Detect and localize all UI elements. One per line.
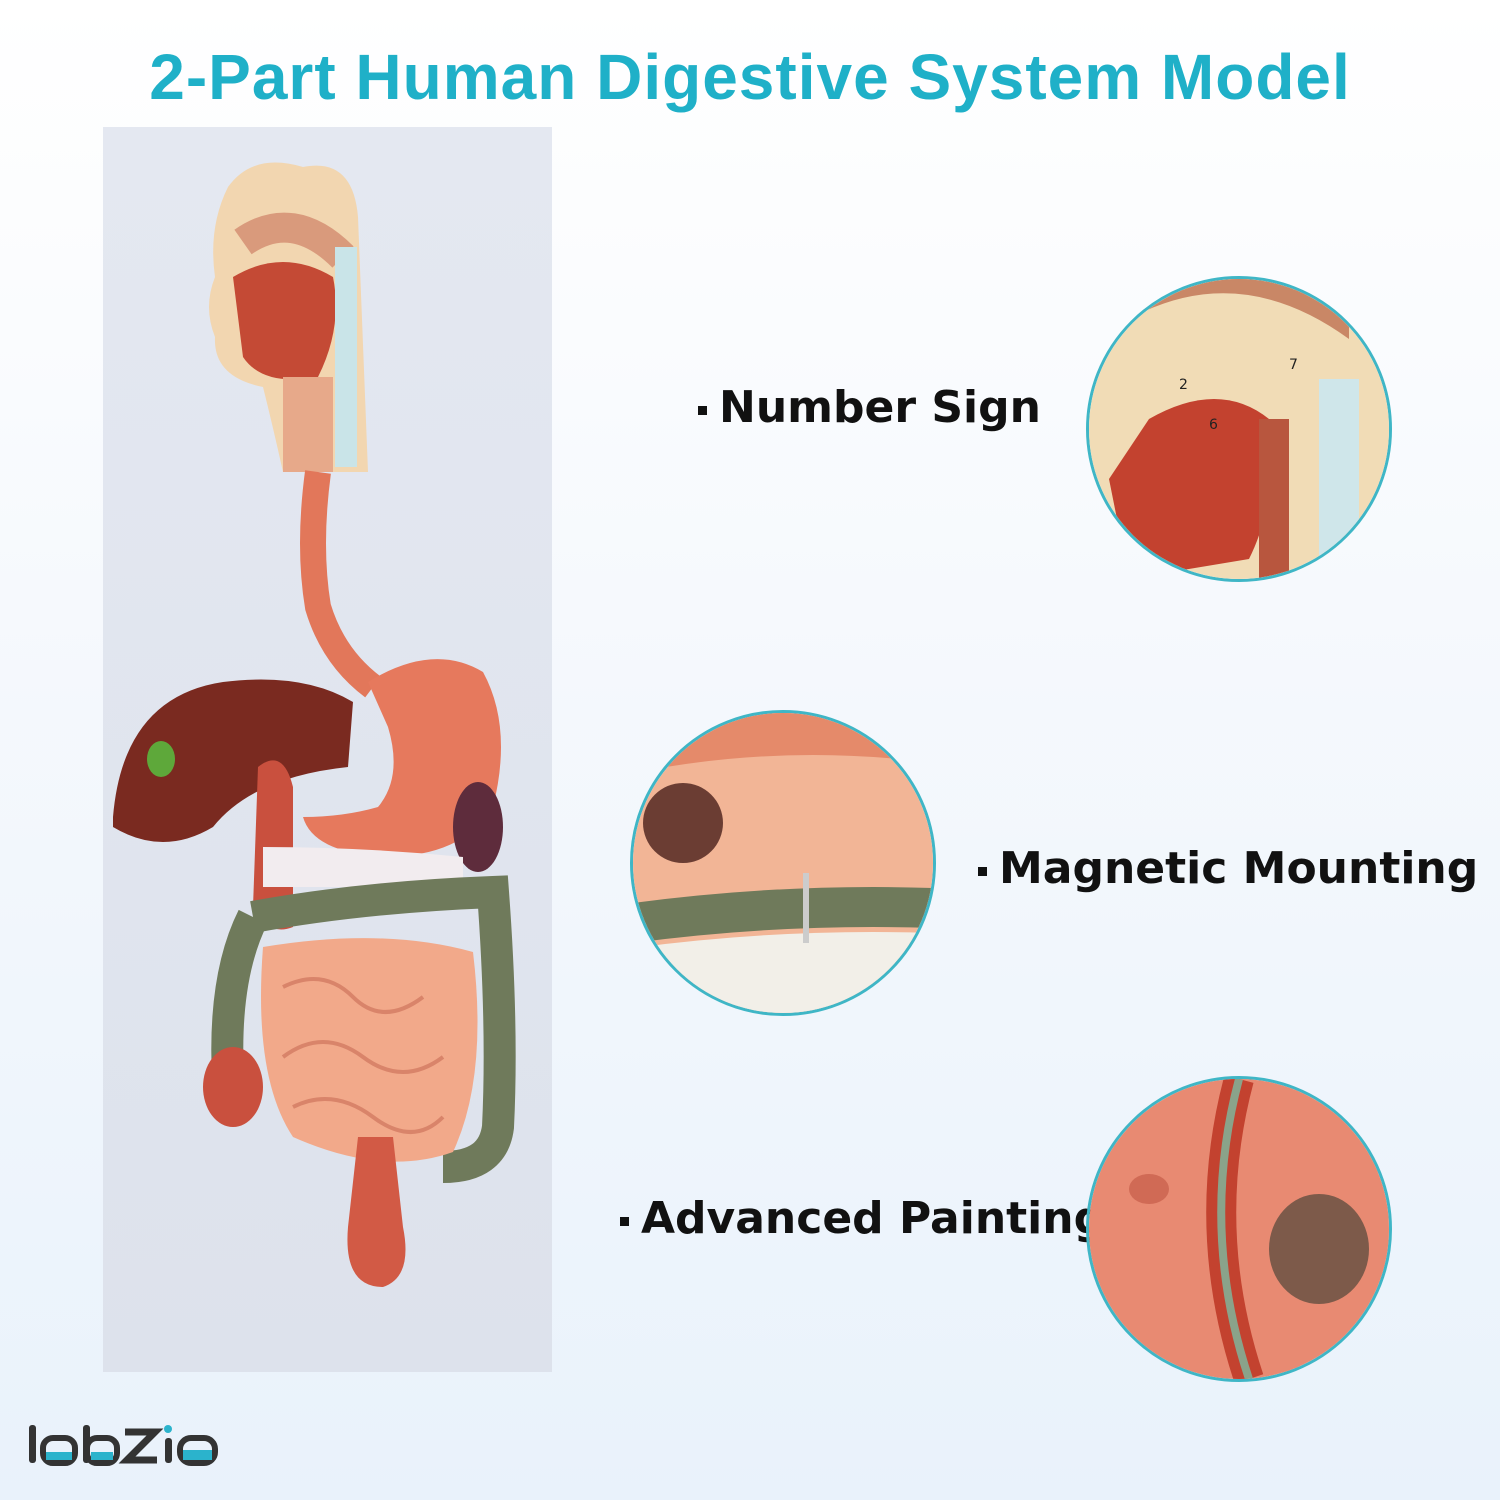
bullet-icon: [978, 866, 987, 876]
detail-circle-magnetic-mounting: [630, 710, 936, 1016]
page-title: 2-Part Human Digestive System Model: [149, 41, 1351, 113]
svg-text:2: 2: [1179, 377, 1188, 393]
brand-logo: [25, 1420, 225, 1474]
magnetic-mounting-closeup: [633, 713, 933, 1013]
feature-advanced-painting: Advanced Painting: [620, 1193, 1105, 1244]
advanced-painting-closeup: [1089, 1079, 1389, 1379]
digestive-model-image: [113, 162, 516, 1287]
detail-circle-advanced-painting: [1086, 1076, 1392, 1382]
model-display-board: [103, 127, 552, 1372]
detail-circle-number-sign: 2 7 6: [1086, 276, 1392, 582]
feature-magnetic-mounting: Magnetic Mounting: [978, 843, 1478, 894]
svg-text:6: 6: [1209, 417, 1218, 433]
feature-label: Number Sign: [719, 382, 1041, 433]
bullet-icon: [620, 1216, 629, 1226]
labzio-logo: [29, 1425, 218, 1466]
bullet-icon: [698, 405, 707, 415]
svg-text:7: 7: [1289, 357, 1298, 373]
number-sign-closeup: 2 7 6: [1089, 279, 1389, 579]
feature-label: Advanced Painting: [641, 1193, 1106, 1244]
feature-number-sign: Number Sign: [698, 382, 1041, 433]
feature-label: Magnetic Mounting: [999, 843, 1479, 894]
